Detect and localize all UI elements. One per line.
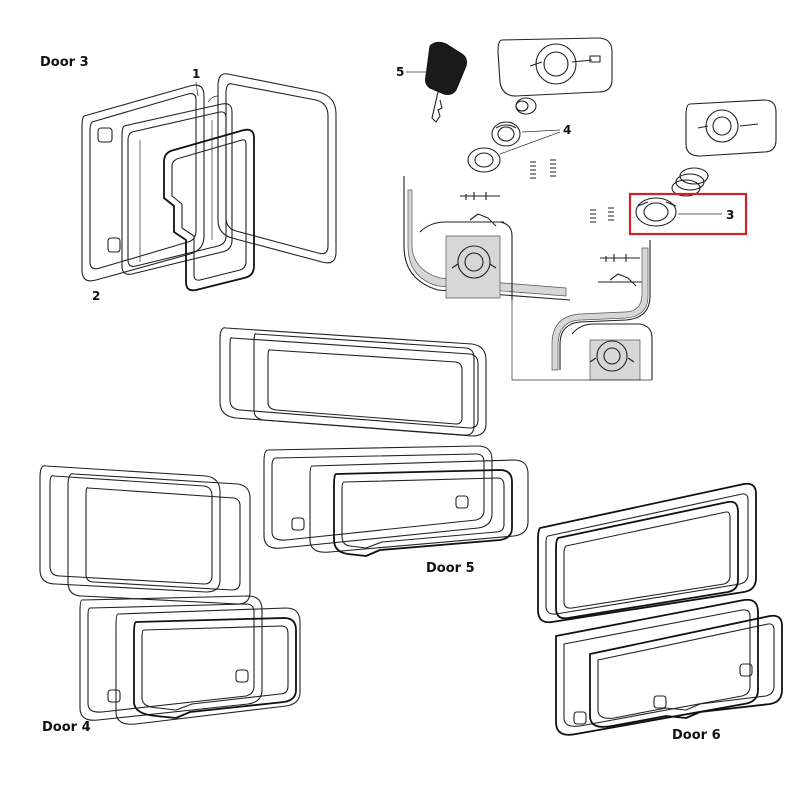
door-3-assembly	[81, 73, 337, 292]
door-6-assembly	[537, 482, 783, 736]
door-4-assembly	[39, 465, 301, 725]
key-icon	[425, 41, 467, 123]
callout-4: 4	[563, 123, 571, 137]
highlight-box-part-3	[628, 192, 748, 236]
callout-5: 5	[396, 65, 404, 79]
door-5-label: Door 5	[426, 561, 475, 576]
callout-1: 1	[192, 67, 200, 81]
callout-3: 3	[726, 208, 734, 222]
door-4-label: Door 4	[42, 720, 91, 735]
callout-2: 2	[92, 289, 100, 303]
door-6-label: Door 6	[672, 728, 721, 743]
door-5-assembly	[219, 327, 529, 557]
door-3-label: Door 3	[40, 55, 89, 70]
lock-parts-assembly: 5 4	[396, 37, 777, 381]
